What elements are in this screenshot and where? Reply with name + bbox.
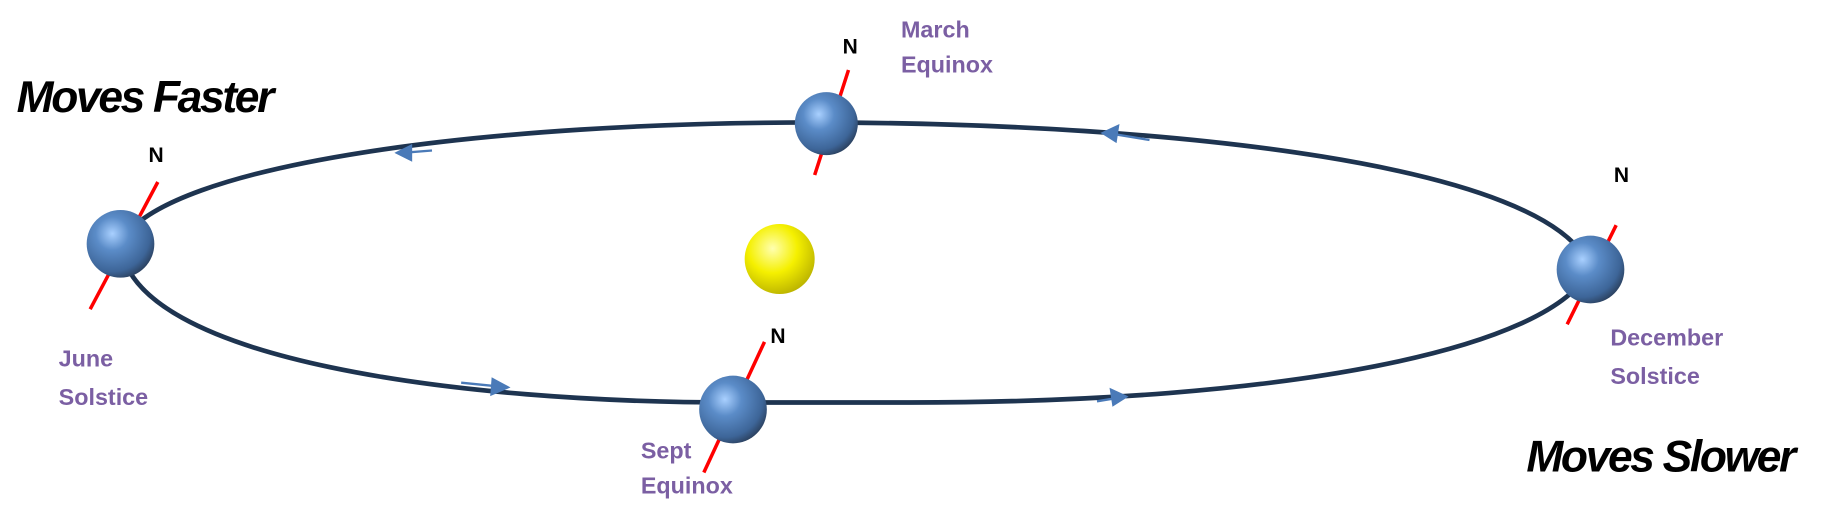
june-label-line2: Solstice bbox=[59, 384, 148, 410]
march-label-line1: March bbox=[901, 16, 970, 42]
december-label-line2: Solstice bbox=[1610, 363, 1699, 389]
orbit-ellipse bbox=[118, 120, 1594, 405]
arrow-icon bbox=[394, 143, 433, 162]
arrow-icon bbox=[1100, 124, 1150, 144]
sept-label-line1: Sept bbox=[641, 437, 692, 463]
arrow-icon bbox=[461, 377, 511, 397]
north-label: N bbox=[1614, 164, 1629, 187]
north-label: N bbox=[770, 325, 785, 348]
earth-march-equinox: N bbox=[794, 36, 858, 176]
north-label: N bbox=[843, 36, 858, 59]
direction-arrows bbox=[394, 124, 1150, 407]
earth-june-solstice: N bbox=[86, 144, 164, 310]
moves-slower-label: Moves Slower bbox=[1526, 432, 1799, 481]
arrow-icon bbox=[1096, 387, 1129, 407]
june-label-line1: June bbox=[59, 345, 113, 371]
north-label: N bbox=[148, 144, 163, 167]
moves-faster-label: Moves Faster bbox=[17, 73, 277, 122]
sept-label-line2: Equinox bbox=[641, 472, 733, 498]
earth-december-solstice: N bbox=[1556, 164, 1629, 326]
earth-sept-equinox: N bbox=[699, 325, 786, 474]
march-label-line2: Equinox bbox=[901, 51, 993, 77]
sun bbox=[744, 224, 815, 294]
december-label-line1: December bbox=[1610, 324, 1723, 350]
